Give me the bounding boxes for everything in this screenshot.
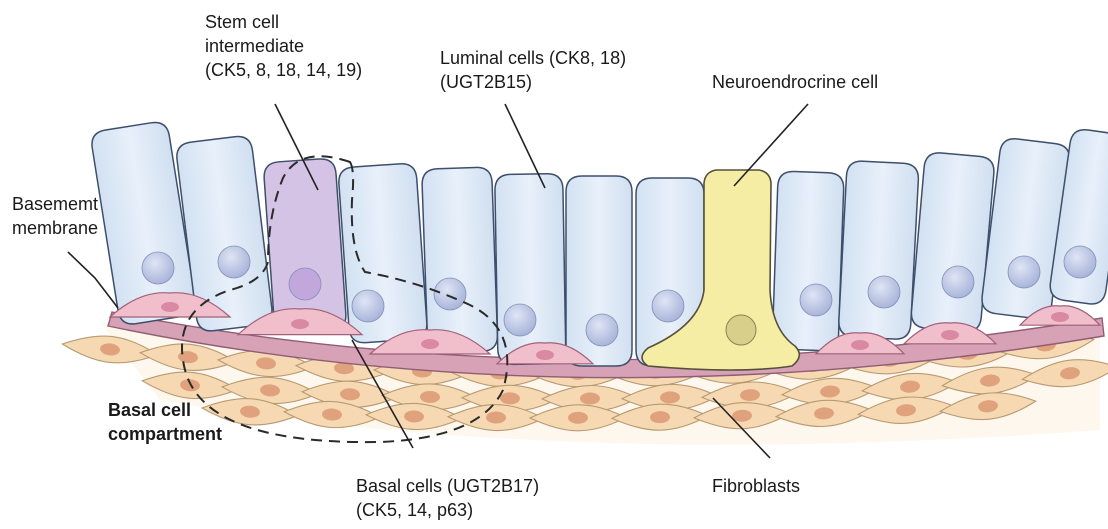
label-basal-cells: Basal cells (UGT2B17) (CK5, 14, p63) — [356, 474, 539, 522]
luminal-cell — [422, 167, 498, 353]
label-stem-cell: Stem cell intermediate (CK5, 8, 18, 14, … — [205, 10, 362, 82]
stem-cell — [263, 158, 347, 335]
luminal-cell — [838, 160, 919, 340]
luminal-cell — [495, 173, 566, 364]
label-luminal-line-2: (UGT2B15) — [440, 70, 626, 94]
label-basement-membrane: Basememt membrane — [12, 192, 98, 240]
label-luminal-cells: Luminal cells (CK8, 18) (UGT2B15) — [440, 46, 626, 94]
label-fibroblasts: Fibroblasts — [712, 474, 800, 498]
luminal-cell — [772, 171, 844, 351]
label-compartment-line-2: compartment — [108, 422, 222, 446]
label-compartment-line-1: Basal cell — [108, 398, 222, 422]
label-fibroblasts-line-1: Fibroblasts — [712, 474, 800, 498]
luminal-cell — [338, 163, 428, 344]
label-neuroendocrine: Neuroendrocrine cell — [712, 70, 878, 94]
luminal-cell — [566, 176, 632, 366]
label-basement-line-1: Basememt — [12, 192, 98, 216]
label-basal-compartment: Basal cell compartment — [108, 398, 222, 446]
label-basal-line-1: Basal cells (UGT2B17) — [356, 474, 539, 498]
label-neuro-line-1: Neuroendrocrine cell — [712, 70, 878, 94]
label-basement-line-2: membrane — [12, 216, 98, 240]
label-stem-line-1: Stem cell — [205, 10, 362, 34]
label-luminal-line-1: Luminal cells (CK8, 18) — [440, 46, 626, 70]
label-stem-line-2: intermediate — [205, 34, 362, 58]
label-stem-line-3: (CK5, 8, 18, 14, 19) — [205, 58, 362, 82]
label-basal-line-2: (CK5, 14, p63) — [356, 498, 539, 522]
